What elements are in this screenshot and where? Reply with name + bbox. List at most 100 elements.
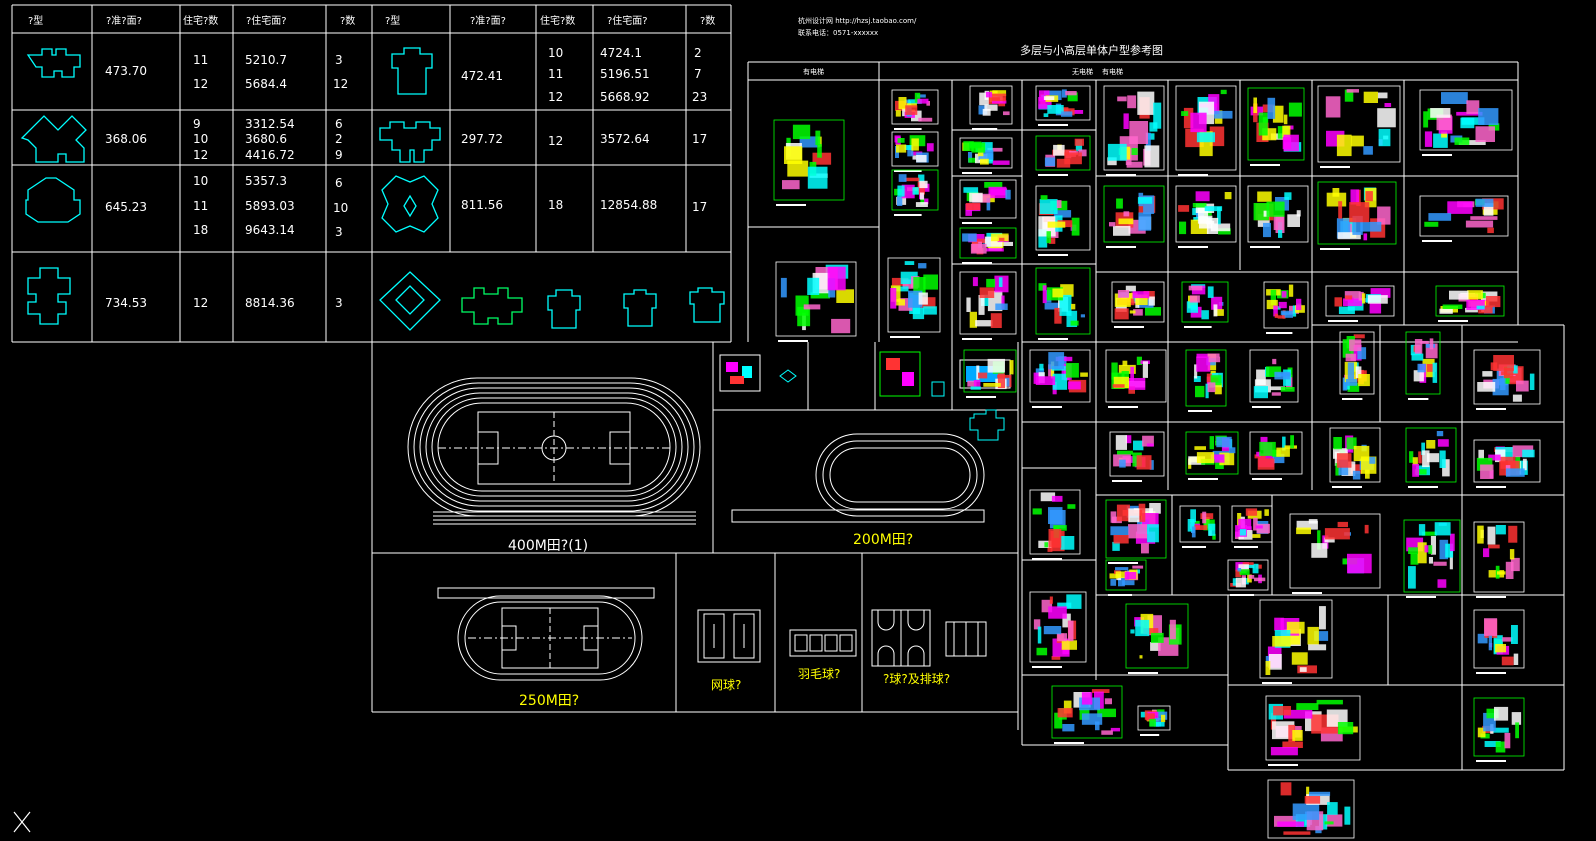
table-cell: 18 (193, 223, 209, 237)
floor-plan-room (1497, 571, 1506, 575)
floor-plan-room (1292, 305, 1297, 317)
floor-plan-room (1288, 284, 1294, 297)
floor-plan-room (1325, 814, 1343, 827)
floor-plan-room (1127, 95, 1137, 109)
drawing-caption-bar (1038, 254, 1068, 256)
floor-plan-room (1263, 222, 1271, 238)
floor-plan-room (1488, 454, 1501, 461)
floor-plan-room (1128, 386, 1135, 394)
floor-plan-room (1283, 831, 1311, 835)
floor-plan-room (1056, 158, 1071, 168)
table-cell: 6 (335, 117, 343, 131)
floor-plan-room (1228, 447, 1236, 454)
floor-plan-room (1311, 543, 1328, 558)
table-cell: 12 (333, 77, 349, 91)
floor-plan-room (1039, 363, 1044, 371)
floor-plan-room (1239, 529, 1247, 536)
floor-plan-room (1095, 721, 1100, 731)
floor-plan-room (1255, 525, 1263, 529)
floor-plan-room (1266, 366, 1282, 377)
floor-plan-room (1238, 564, 1249, 570)
floor-plan-room (978, 150, 994, 160)
floor-plan-room (1113, 376, 1129, 389)
floor-plan-room (1493, 355, 1514, 371)
floor-plan-room (1054, 307, 1062, 324)
floor-plan-room (1132, 565, 1144, 569)
floor-plan-room (988, 186, 1007, 196)
floor-plan-room (1038, 229, 1048, 248)
floor-plan-room (1129, 310, 1136, 314)
floor-plan-room (1112, 384, 1125, 388)
floor-plan-room (976, 365, 980, 380)
floor-plan-room (1510, 557, 1520, 572)
floor-plan-room (1466, 300, 1485, 310)
floor-plan-room (902, 279, 919, 289)
drawing-caption-bar (1106, 246, 1136, 248)
drawing-caption-bar (1128, 672, 1158, 674)
table-cell: 12 (193, 148, 209, 162)
table-cell: 5668.92 (600, 90, 650, 104)
floor-plan-room (1142, 361, 1148, 378)
floor-plan-room (1296, 703, 1319, 710)
table-cell: 734.53 (105, 296, 147, 310)
floor-plan-room (1136, 569, 1140, 574)
floor-plan-room (1207, 382, 1216, 393)
floor-plan-thumbnail (1473, 521, 1525, 593)
table-cell: 18 (548, 198, 564, 212)
floor-plan-room (893, 286, 909, 292)
floor-plan-room (1142, 513, 1159, 528)
floor-plan-room (1486, 708, 1499, 719)
drawing-caption-bar (1234, 546, 1258, 548)
floor-plan-room (1420, 340, 1429, 344)
floor-plan-room (1482, 371, 1493, 377)
floor-plan-room (1426, 440, 1436, 449)
floor-plan-room (1265, 661, 1271, 675)
floor-plan-room (1336, 134, 1352, 157)
header-std-area: ?准?面? (106, 16, 142, 27)
floor-plan-room (1460, 117, 1475, 129)
table-cell: 811.56 (461, 198, 503, 212)
drawing-caption-bar (1114, 326, 1144, 328)
floor-plan-thumbnail (891, 89, 939, 125)
floor-plan-room (780, 277, 787, 298)
drawing-caption-bar (962, 338, 992, 340)
floor-plan-room (1196, 353, 1208, 358)
floor-plan-room (1363, 146, 1373, 155)
floor-plan-room (1037, 626, 1042, 644)
floor-plan-room (1470, 216, 1498, 220)
header-count-2: ?数 (700, 16, 716, 27)
floor-plan-room (1252, 563, 1259, 574)
floor-plan-room (1047, 221, 1066, 228)
floor-plan-thumbnail (1035, 135, 1091, 171)
floor-plan-room (1210, 454, 1225, 463)
floor-plan-room (1360, 221, 1382, 232)
floor-plan-room (912, 155, 918, 160)
floor-plan-room (1277, 315, 1285, 319)
floor-plan-room (1143, 195, 1155, 214)
floor-plan-room (1417, 542, 1427, 564)
floor-plan-room (1237, 568, 1242, 572)
floor-plan-room (1358, 374, 1370, 387)
floor-plan-room (1135, 619, 1150, 637)
floor-plan-room (1001, 295, 1005, 310)
drawing-caption-bar (1054, 742, 1084, 744)
floor-plan-room (1179, 221, 1187, 235)
floor-plan-room (986, 197, 991, 211)
floor-plan-thumbnail (1105, 559, 1147, 591)
floor-plan-room (990, 313, 1002, 328)
col-no-elevator: 无电梯 (1072, 68, 1093, 76)
floor-plan-room (1256, 523, 1270, 534)
floor-plan-room (1449, 290, 1469, 300)
floor-plan-room (1484, 618, 1498, 636)
floor-plan-room (916, 94, 926, 98)
floor-plan-room (1145, 713, 1155, 721)
floor-plan-thumbnail (1029, 489, 1081, 555)
floor-plan-room (1324, 821, 1334, 825)
floor-plan-room (1314, 631, 1329, 641)
floor-plan-room (1256, 369, 1266, 385)
floor-plan-room (1032, 508, 1042, 515)
table-cell: 368.06 (105, 132, 147, 146)
floor-plan-room (1081, 713, 1103, 725)
floor-plan-room (1483, 203, 1494, 216)
